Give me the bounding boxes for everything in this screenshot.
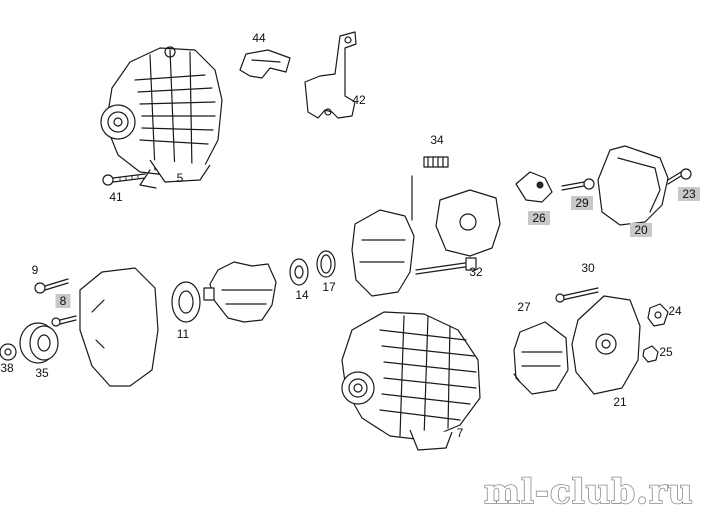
label-text-17: 17: [322, 280, 336, 294]
label-5: 5: [177, 171, 184, 185]
part-29-screw: [561, 178, 595, 191]
label-9: 9: [32, 263, 39, 277]
part-9-bolt: [34, 278, 69, 294]
drive-end-housing: [79, 267, 159, 387]
label-23: 23: [678, 187, 700, 201]
label-text-32: 32: [469, 265, 483, 279]
label-text-25: 25: [659, 345, 673, 359]
label-highlight-26: [528, 211, 550, 225]
label-24: 24: [668, 304, 682, 318]
part-21-end-cover: [571, 295, 641, 395]
label-text-44: 44: [252, 31, 266, 45]
part-35-pulley: [19, 322, 59, 364]
label-21: 21: [613, 395, 627, 409]
label-text-35: 35: [35, 366, 49, 380]
label-26: 26: [528, 211, 550, 225]
label-7: 7: [457, 426, 464, 440]
label-27: 27: [517, 300, 531, 314]
part-38-nut: [0, 343, 17, 361]
part-7-alternator-assembly: [341, 311, 481, 451]
part-27-regulator: [513, 321, 569, 395]
part-44-clip: [239, 49, 291, 79]
label-text-26: 26: [532, 211, 546, 225]
label-text-11: 11: [177, 327, 190, 341]
label-text-24: 24: [668, 304, 682, 318]
part-42-bracket: [304, 31, 357, 119]
part-11-bearing: [171, 281, 201, 323]
label-41: 41: [109, 190, 123, 204]
label-17: 17: [322, 280, 336, 294]
label-text-30: 30: [581, 261, 595, 275]
part-17-ring: [316, 250, 336, 278]
stator: [351, 175, 415, 297]
label-11: 11: [177, 327, 190, 341]
label-text-8: 8: [60, 294, 67, 308]
label-44: 44: [252, 31, 266, 45]
label-text-34: 34: [430, 133, 444, 147]
label-text-14: 14: [295, 288, 309, 302]
label-20: 20: [630, 223, 652, 237]
part-30-screw: [555, 287, 599, 303]
label-14: 14: [295, 288, 309, 302]
part-labels: 5 41 44 42 34 26 29 23 20 9 8 11 14 17 32 30 27 24 25 21 7 38…: [0, 31, 700, 440]
part-14-bearing: [289, 258, 309, 286]
label-8: 8: [55, 294, 71, 308]
part-32-long-bolt: [415, 257, 477, 275]
label-25: 25: [659, 345, 673, 359]
part-41-bolt: [102, 173, 146, 186]
part-8-bolt: [51, 315, 77, 327]
label-highlight-23: [678, 187, 700, 201]
label-34: 34: [430, 133, 444, 147]
label-29: 29: [571, 196, 593, 210]
label-35: 35: [35, 366, 49, 380]
label-text-21: 21: [613, 395, 627, 409]
label-38: 38: [0, 361, 14, 375]
label-text-23: 23: [682, 187, 696, 201]
label-text-20: 20: [634, 223, 648, 237]
label-highlight-20: [630, 223, 652, 237]
part-24-nut: [647, 303, 669, 327]
part-26-connector: [515, 171, 553, 203]
part-34-terminal-nut: [423, 156, 449, 168]
label-text-7: 7: [457, 426, 464, 440]
rectifier-plate: [435, 189, 501, 257]
label-text-27: 27: [517, 300, 531, 314]
label-text-9: 9: [32, 263, 39, 277]
label-text-41: 41: [109, 190, 123, 204]
label-highlight-29: [571, 196, 593, 210]
label-text-29: 29: [575, 196, 589, 210]
part-25-nut: [642, 345, 659, 363]
label-highlight-8: [55, 294, 71, 308]
label-30: 30: [581, 261, 595, 275]
part-23-nut: [667, 168, 692, 185]
part-5-alternator-assembly: [100, 46, 223, 189]
label-text-5: 5: [177, 171, 184, 185]
label-32: 32: [469, 265, 483, 279]
rotor: [203, 261, 277, 323]
part-20-cover: [597, 145, 669, 226]
label-text-42: 42: [352, 93, 366, 107]
label-42: 42: [352, 93, 366, 107]
label-text-38: 38: [0, 361, 14, 375]
watermark-text: ml-club.ru: [484, 472, 694, 512]
